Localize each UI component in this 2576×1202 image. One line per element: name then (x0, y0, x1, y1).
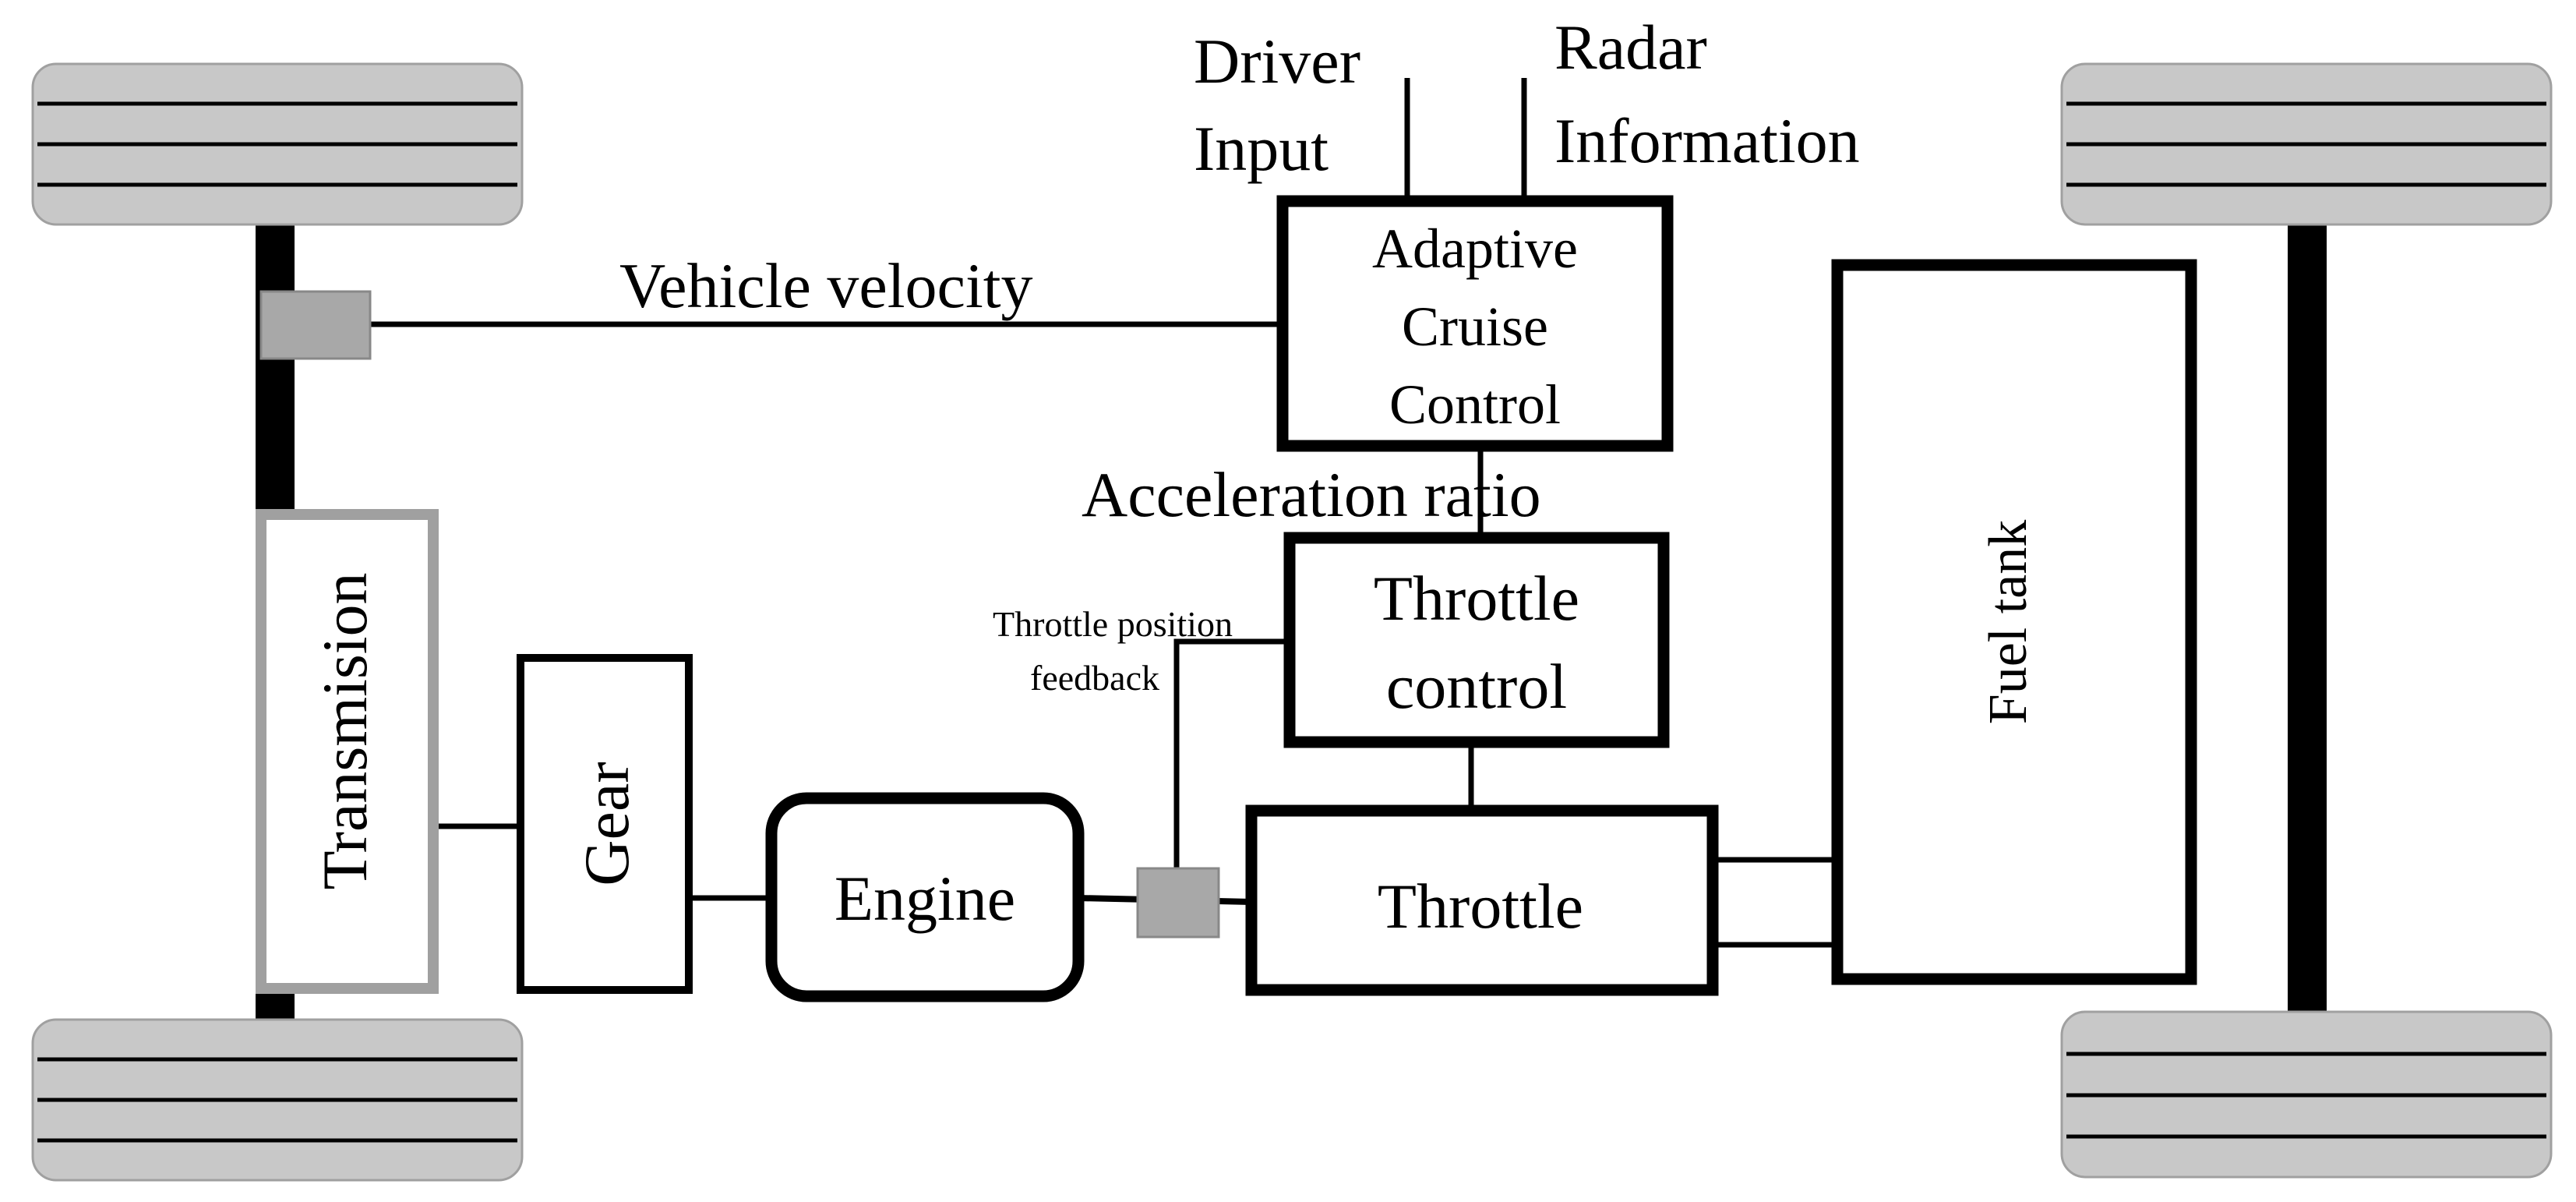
feedback-label-line1: Throttle position (993, 604, 1233, 644)
radar-info-label-line1: Radar (1554, 12, 1707, 83)
transmission-block (256, 509, 439, 994)
driver-input-label-line1: Driver (1194, 26, 1360, 97)
gear-block (517, 654, 693, 994)
velocity-sensor (259, 290, 372, 360)
transmission-label: Transmision (309, 572, 380, 889)
throttle-block (1245, 804, 1719, 996)
acc-label-line2: Cruise (1402, 295, 1548, 358)
acceleration-ratio-label: Acceleration ratio (1082, 459, 1541, 530)
engine-block (765, 792, 1085, 1002)
acc-block (1276, 195, 1674, 452)
feedback-label-line2: feedback (1030, 658, 1159, 698)
wheel-top-right (2060, 62, 2553, 226)
radar-info-label-line2: Information (1554, 105, 1860, 176)
acc-label-line1: Adaptive (1372, 217, 1578, 280)
front-axle (2288, 224, 2327, 1012)
wheel-top-left (31, 62, 524, 226)
fuel-tank-block (1831, 259, 2197, 985)
driver-input-label-line2: Input (1194, 113, 1329, 184)
feedback-line (1173, 638, 1286, 868)
wheel-bottom-right (2060, 1010, 2553, 1179)
gear-label: Gear (571, 762, 642, 886)
throttle-control-block (1283, 532, 1670, 748)
acc-label-line3: Control (1389, 373, 1561, 436)
throttle-control-label-line2: control (1386, 651, 1567, 722)
wheel-bottom-left (31, 1018, 524, 1182)
throttle-label: Throttle (1378, 871, 1583, 942)
vehicle-velocity-label: Vehicle velocity (619, 250, 1033, 321)
engine-label: Engine (835, 863, 1015, 934)
throttle-position-sensor (1136, 867, 1220, 939)
throttle-control-label-line1: Throttle (1374, 563, 1579, 634)
fuel-tank-label: Fuel tank (1978, 520, 2038, 724)
